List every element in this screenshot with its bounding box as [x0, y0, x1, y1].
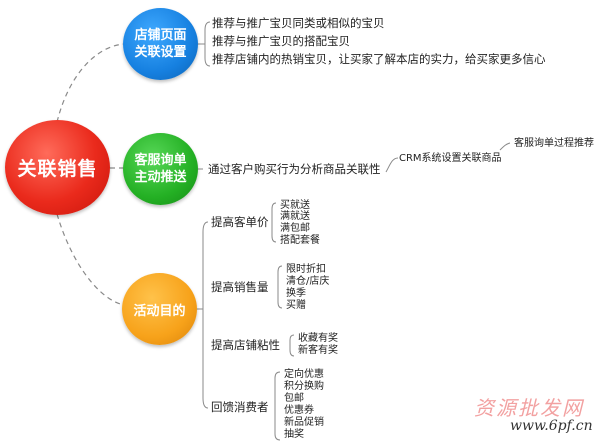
bracket-group-2 [277, 265, 283, 309]
connector-branch2-sub [385, 157, 399, 173]
group-item: 抽奖 [284, 429, 304, 440]
connector-root-to-branch-1 [56, 43, 126, 123]
group-item: 买就送 [280, 200, 310, 211]
branch2-subsub-item: 客服询单过程推荐 [514, 138, 594, 149]
branch-node-customer-service: 客服询单 主动推送 [123, 133, 198, 205]
group-item: 收藏有奖 [298, 333, 338, 344]
branch1-item: 推荐店铺内的热销宝贝，让买家了解本店的实力，给买家更多信心 [212, 52, 546, 66]
watermark-brand: 资源批发网 [474, 396, 584, 420]
root-label: 关联销售 [17, 158, 98, 180]
group-item: 换季 [286, 288, 306, 299]
group-item: 新品促销 [284, 417, 324, 428]
bracket-group-3 [289, 334, 295, 357]
group-item: 积分换购 [284, 381, 324, 392]
branch-label-store-page: 店铺页面 关联设置 [134, 28, 187, 60]
group-item: 满包邮 [280, 223, 310, 234]
bracket-branch3 [202, 221, 209, 409]
group-label: 回馈消费者 [211, 400, 269, 414]
branch1-item: 推荐与推广宝贝同类或相似的宝贝 [212, 16, 385, 30]
branch-label-campaign-goal: 活动目的 [133, 303, 186, 319]
branch2-item: 通过客户购买行为分析商品关联性 [208, 162, 381, 176]
group-item: 满就送 [280, 211, 310, 222]
group-item: 买赠 [286, 300, 306, 311]
group-item: 定向优惠 [284, 369, 324, 380]
connector-branch2-subsub [499, 142, 511, 151]
branch2-sub-item: CRM系统设置关联商品 [399, 153, 502, 164]
branch-node-store-page: 店铺页面 关联设置 [123, 8, 198, 80]
group-item: 包邮 [284, 393, 304, 404]
branch1-item: 推荐与推广宝贝的搭配宝贝 [212, 34, 350, 48]
group-item: 优惠券 [284, 405, 314, 416]
group-label: 提高销售量 [211, 280, 269, 294]
branch-label-customer-service: 客服询单 主动推送 [134, 153, 187, 185]
connector-root-to-branch-3 [56, 213, 125, 306]
bracket-group-4 [274, 371, 281, 441]
group-label: 提高店铺粘性 [211, 338, 280, 352]
group-item: 限时折扣 [286, 264, 326, 275]
branch-node-campaign-goal: 活动目的 [122, 273, 197, 345]
group-item: 新客有奖 [298, 345, 338, 356]
watermark-url: www.6pf.cn [510, 418, 593, 434]
bracket-branch1 [204, 21, 211, 67]
bracket-group-1 [271, 202, 277, 243]
group-label: 提高客单价 [211, 215, 269, 229]
group-item: 搭配套餐 [280, 235, 320, 246]
root-node: 关联销售 [5, 120, 110, 215]
group-item: 清仓/店庆 [286, 276, 330, 287]
